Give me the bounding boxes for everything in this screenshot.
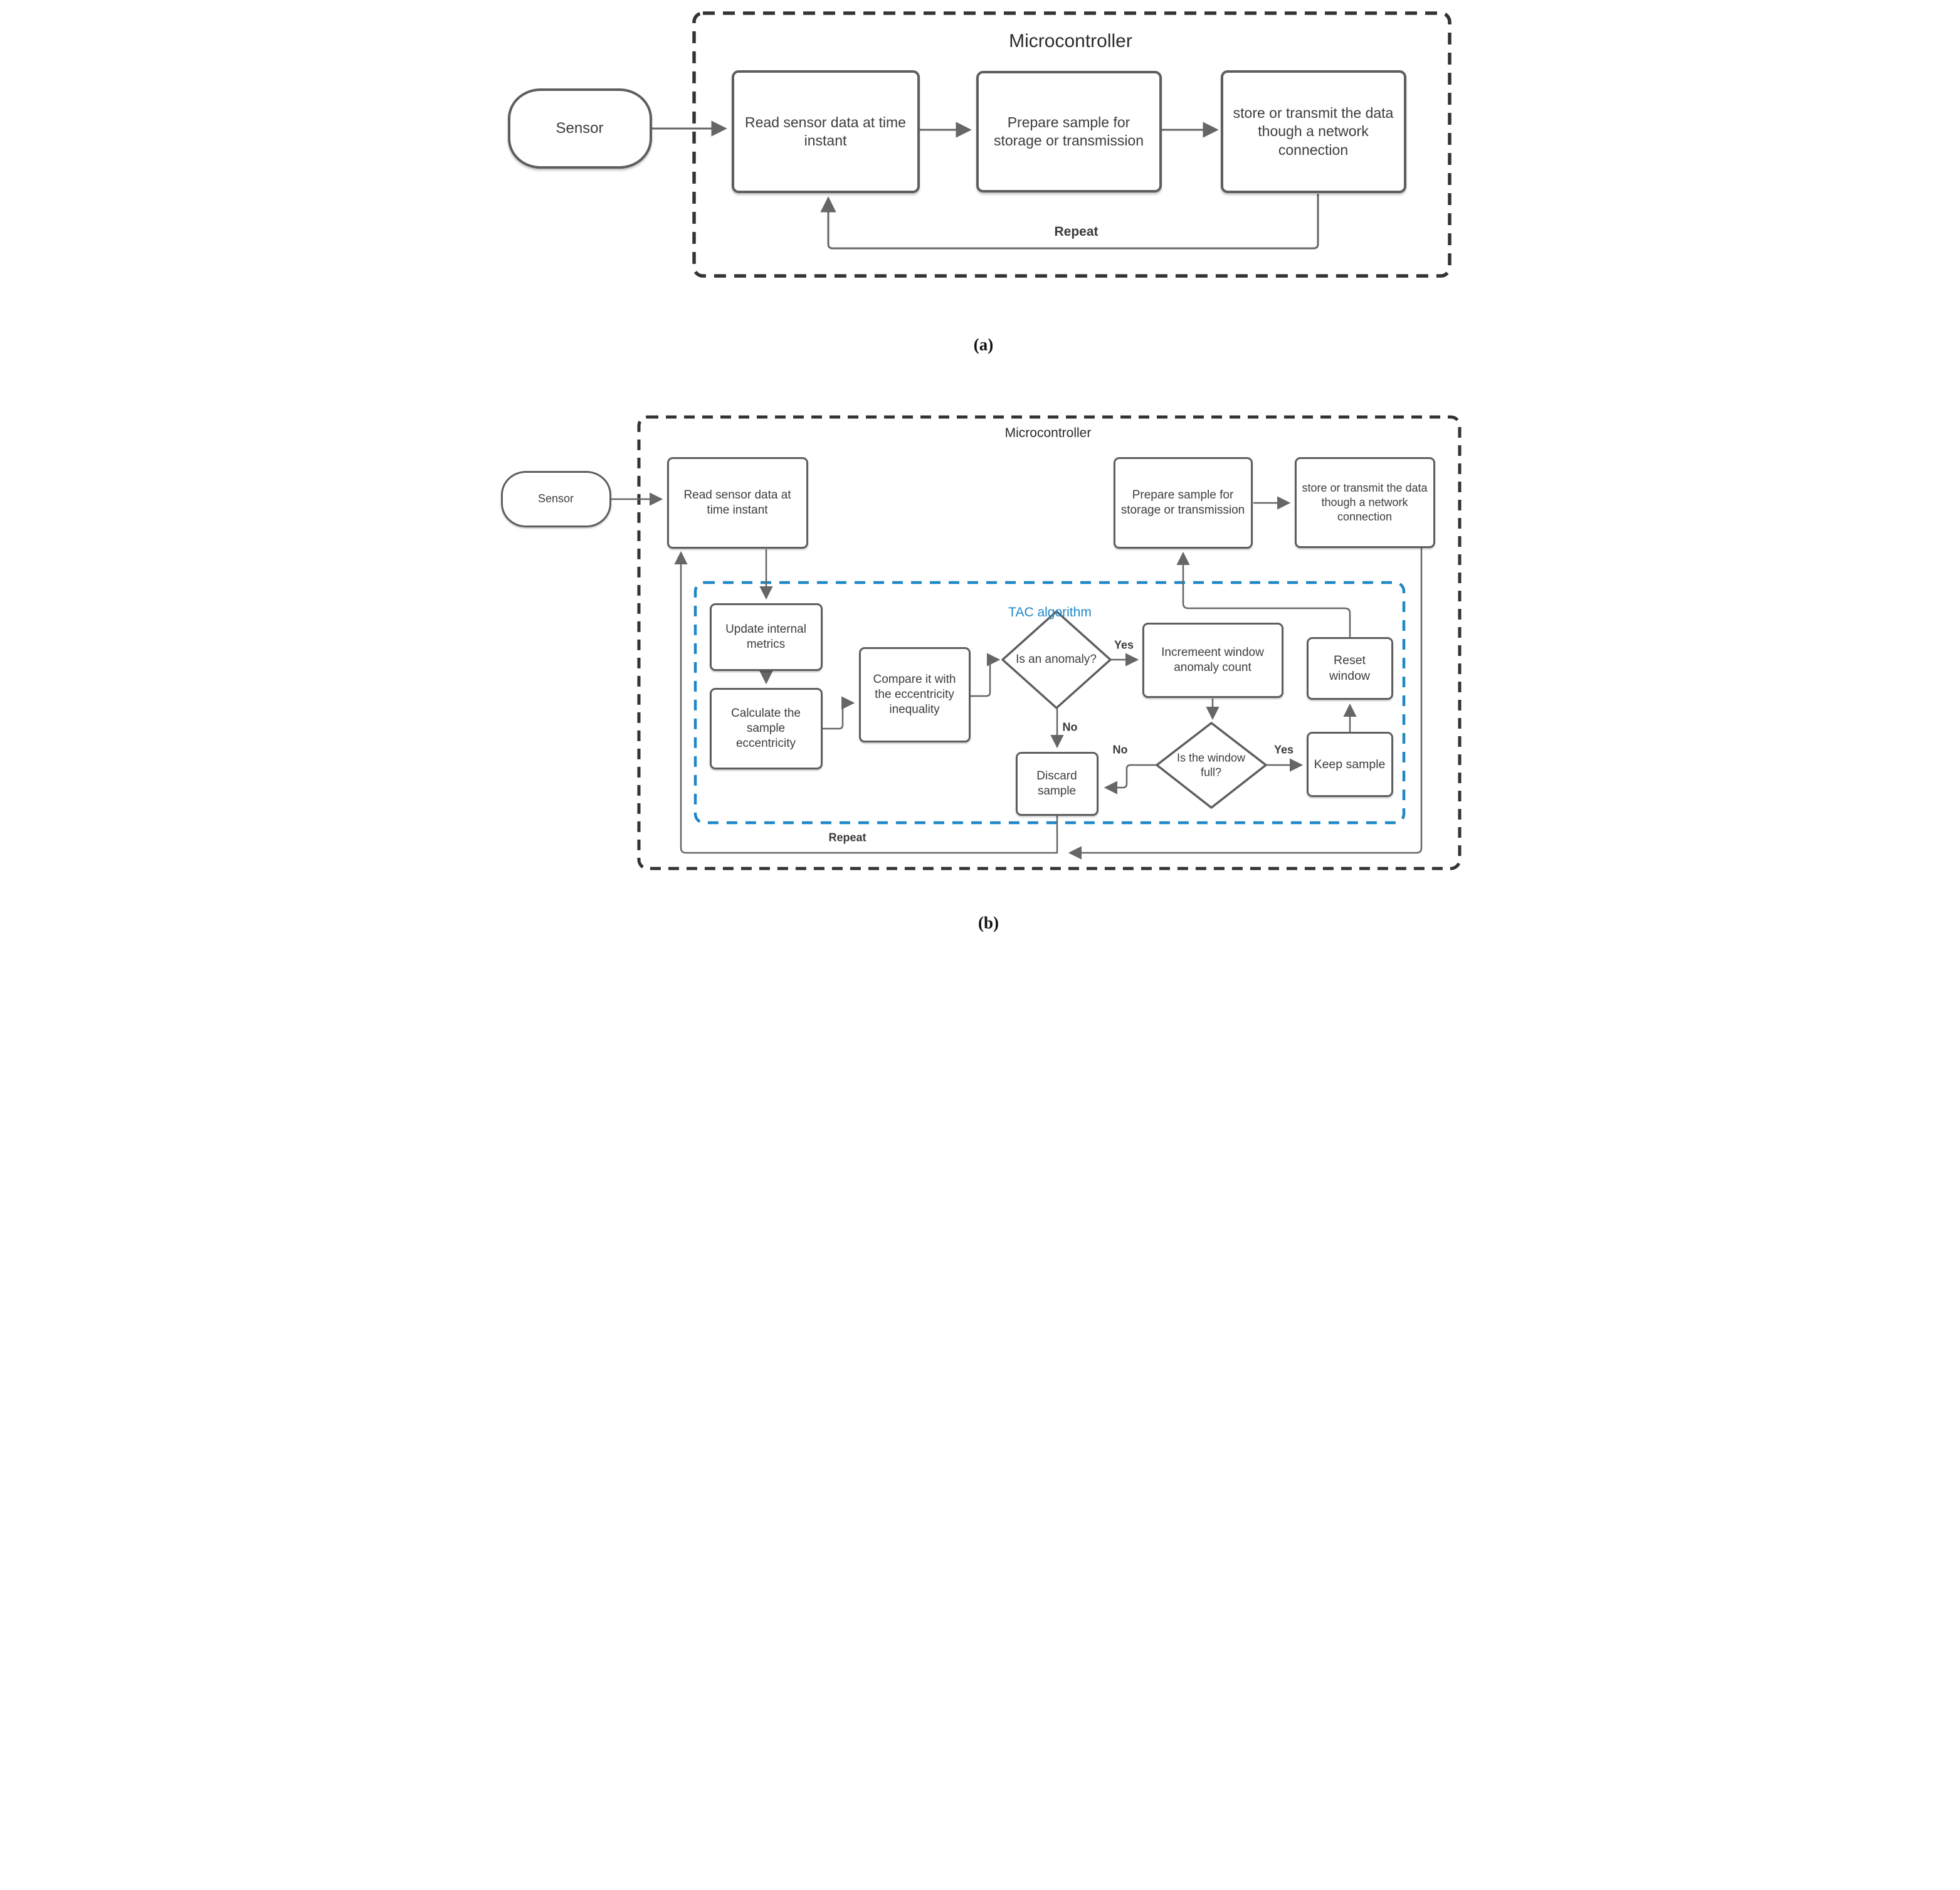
connector-layer [611, 11, 1461, 870]
repeat-label-b: Repeat [828, 831, 867, 844]
no-label-window-full: No [1112, 743, 1128, 756]
node-update-metrics: Update internal metrics [709, 603, 823, 671]
caption-b: (b) [978, 913, 999, 932]
node-prepare-a: Prepare sample for storage or transmissi… [976, 71, 1162, 193]
node-store-b-label: store or transmit the data though a netw… [1302, 481, 1428, 524]
node-reset-window: Reset window [1306, 637, 1393, 700]
node-store-b: store or transmit the data though a netw… [1294, 457, 1435, 548]
node-compare-inequality: Compare it with the eccentricity inequal… [858, 647, 971, 742]
microcontroller-frame-a [692, 11, 1452, 278]
edge-b-discard-repeat-read [673, 551, 1058, 854]
microcontroller-title-a: Microcontroller [1009, 31, 1132, 51]
edge-a-repeat-loop [819, 194, 1319, 250]
node-discard-sample: Discard sample [1015, 752, 1099, 816]
edge-b-compare-anomaly [970, 653, 1000, 697]
tac-algorithm-label: TAC algorithm [1008, 605, 1092, 620]
node-read-a-label: Read sensor data at time instant [745, 114, 906, 149]
edge-b-reset-prepare [1176, 551, 1351, 637]
node-read-a: Read sensor data at time instant [731, 70, 920, 193]
node-compare-inequality-label: Compare it with the eccentricity inequal… [873, 672, 956, 717]
caption-a: (a) [973, 335, 994, 354]
node-discard-sample-label: Discard sample [1036, 769, 1077, 798]
node-read-b-label: Read sensor data at time instant [683, 488, 791, 517]
node-increment-count: Incremeent window anomaly count [1142, 623, 1283, 698]
node-calculate-eccentricity-label: Calculate the sample eccentricity [731, 706, 801, 751]
node-reset-window-label: Reset window [1329, 653, 1371, 683]
node-sensor-a: Sensor [507, 88, 652, 169]
anomaly-diamond [1001, 610, 1112, 709]
node-store-a-label: store or transmit the data though a netw… [1233, 104, 1394, 158]
edge-b-store-repeat [1068, 548, 1422, 860]
node-sensor-b: Sensor [500, 471, 611, 527]
edge-b-calculate-compare [822, 696, 855, 730]
microcontroller-title-b: Microcontroller [1004, 426, 1092, 440]
node-update-metrics-label: Update internal metrics [725, 622, 806, 651]
tac-algorithm-frame [693, 581, 1405, 825]
yes-label-window-full: Yes [1273, 743, 1294, 756]
node-read-b: Read sensor data at time instant [667, 457, 808, 549]
node-keep-sample-label: Keep sample [1314, 757, 1386, 771]
node-increment-count-label: Incremeent window anomaly count [1161, 645, 1264, 674]
node-prepare-b-label: Prepare sample for storage or transmissi… [1120, 488, 1245, 517]
edge-b-windowfull-discard-no [1104, 764, 1157, 795]
figure-canvas: Microcontroller Sensor Read sensor data … [490, 0, 1470, 945]
microcontroller-frame-b [637, 415, 1461, 870]
node-prepare-b: Prepare sample for storage or transmissi… [1113, 457, 1253, 549]
node-prepare-a-label: Prepare sample for storage or transmissi… [993, 114, 1144, 149]
node-store-a: store or transmit the data though a netw… [1220, 70, 1406, 193]
no-label-anomaly: No [1062, 721, 1078, 734]
yes-label-anomaly: Yes [1114, 638, 1134, 652]
repeat-label-a: Repeat [1054, 224, 1099, 239]
node-keep-sample: Keep sample [1306, 732, 1393, 797]
node-sensor-b-label: Sensor [537, 492, 574, 505]
node-sensor-a-label: Sensor [556, 119, 604, 137]
window-full-diamond [1155, 722, 1267, 809]
node-calculate-eccentricity: Calculate the sample eccentricity [709, 688, 823, 769]
